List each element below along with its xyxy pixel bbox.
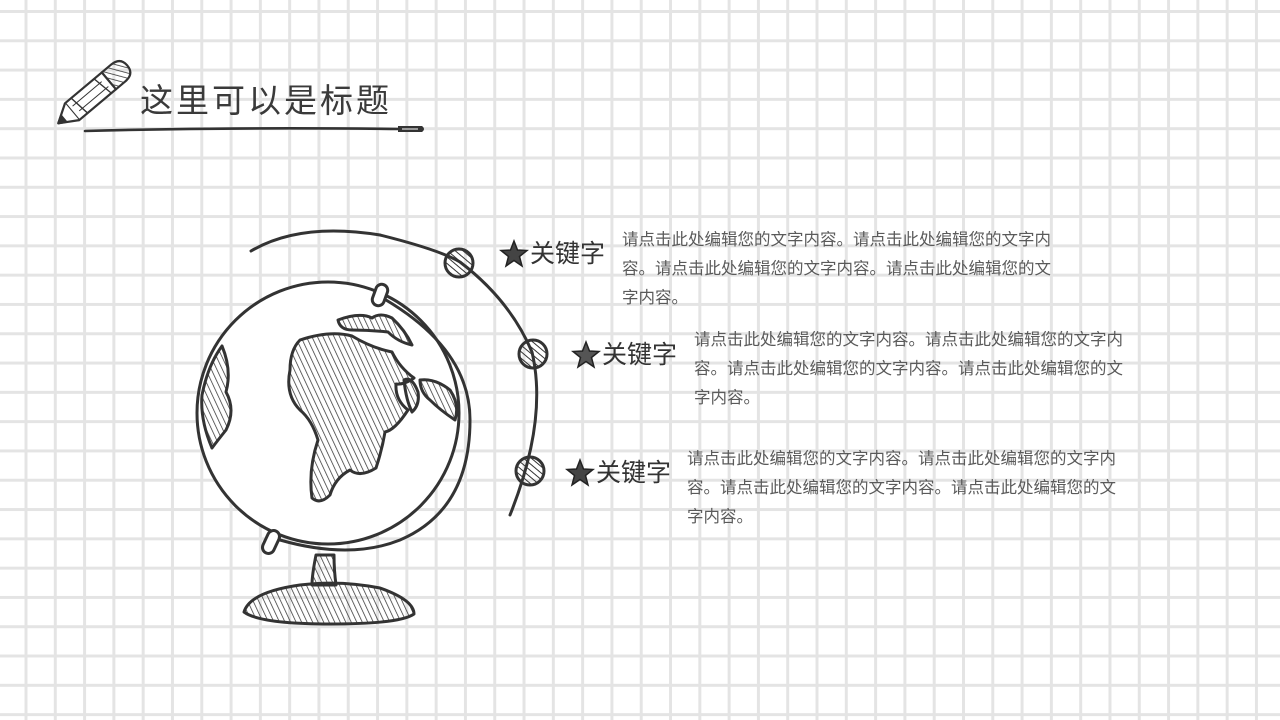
star-icon — [571, 340, 601, 369]
star-icon — [565, 458, 595, 487]
star-icon — [499, 239, 529, 268]
keyword-text: 关键字 — [530, 239, 606, 268]
slide-title[interactable]: 这里可以是标题 — [140, 81, 392, 120]
keyword-text: 关键字 — [596, 458, 672, 487]
title-underline — [83, 126, 424, 133]
globe-icon — [195, 229, 549, 626]
description-text-3[interactable]: 请点击此处编辑您的文字内容。请点击此处编辑您的文字内容。请点击此处编辑您的文字内… — [687, 449, 1116, 526]
pencil-icon — [57, 59, 132, 125]
description-text-2[interactable]: 请点击此处编辑您的文字内容。请点击此处编辑您的文字内容。请点击此处编辑您的文字内… — [694, 330, 1123, 407]
keyword-label-1: 关键字 — [499, 238, 605, 270]
keyword-label-2: 关键字 — [571, 339, 677, 371]
keyword-text: 关键字 — [602, 340, 678, 369]
keyword-label-3: 关键字 — [565, 457, 671, 489]
description-text-1[interactable]: 请点击此处编辑您的文字内容。请点击此处编辑您的文字内容。请点击此处编辑您的文字内… — [622, 230, 1051, 307]
